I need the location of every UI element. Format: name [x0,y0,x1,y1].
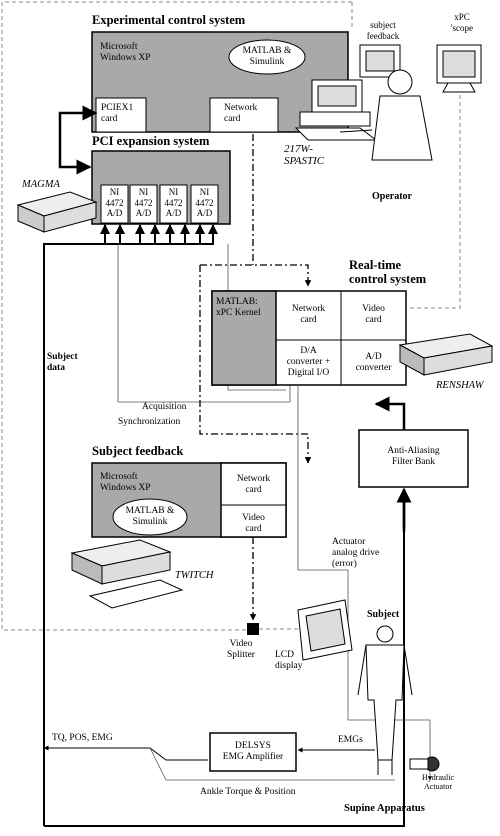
filter-label: Anti-Aliasing Filter Bank [387,446,440,467]
realtime-da-label: D/A converter + Digital I/O [286,346,331,378]
subject-feedback-note: subject feedback [366,20,400,41]
xpc-kernel-box [211,290,277,386]
experimental-os-label: Microsoft Windows XP [100,42,151,63]
xpc-scope-label: xPC 'scope [450,12,474,33]
feedback-video-label: Video card [242,513,265,534]
subject-data-bus [43,224,405,827]
pci-expansion-title: PCI expansion system [92,134,210,148]
pciex1-label: PCIEX1 card [101,103,134,124]
feedback-right-col [220,462,287,538]
ankle-line [149,747,395,781]
ni-card-1 [100,184,129,224]
feedback-network-label: Network card [236,474,271,495]
tq-pos-emg-line [43,745,208,761]
twitch-drawing [70,539,184,609]
operator-drawing [294,44,433,161]
subject-label: Subject [367,609,400,620]
pciex1-card-box [95,97,147,133]
hydraulic-actuator-drawing [409,756,440,772]
filter-to-ad-arrow [374,396,406,430]
realtime-title: Real-time control system [349,258,427,286]
scope-video-link [408,95,461,309]
ni-card-2-label: NI 4472 A/D [134,187,153,218]
feedback-matlab-label: MATLAB & Simulink [125,506,175,527]
xpc-scope-monitor [436,44,482,93]
hydraulic-actuator-label: Hydraulic Actuator [422,773,454,791]
magma-label: MAGMA [22,179,60,190]
subject-figure [357,625,413,775]
renshaw-drawing [398,333,494,376]
tq-pos-emg-label: TQ, POS, EMG [52,733,113,743]
ni-card-4-label: NI 4472 A/D [195,187,214,218]
ankle-label: Ankle Torque & Position [200,787,296,797]
synchronization-label: Synchronization [118,417,181,427]
operator-label: Operator [372,191,412,202]
video-splitter-square [247,623,259,635]
ni-card-2 [129,184,158,224]
outer-dashed-frame [1,1,353,631]
network-card-box-top [209,97,279,133]
realtime-dividers [276,291,406,385]
magma-box-drawing [16,191,98,233]
pciex1-pci-link [58,105,98,175]
ni-card-3 [159,184,188,224]
emgs-label: EMGs [338,735,363,745]
supine-apparatus-label: Supine Apparatus [344,803,425,814]
subject-feedback-title: Subject feedback [92,444,184,458]
renshaw-label: RENSHAW [436,380,484,391]
ni-card-4 [190,184,219,224]
realtime-ad-label: A/D converter [355,352,392,373]
matlab-ellipse-bottom [112,498,188,536]
lcd-display-label: LCD display [275,650,303,671]
video-splitter-label: Video Splitter [227,639,255,660]
lcd-display-drawing [297,599,353,661]
actuator-drive-label: Actuator analog drive (error) [332,537,380,569]
operator-computer-label: 217W- SPASTIC [284,143,325,167]
delsys-label: DELSYS EMG Amplifier [222,741,284,762]
matlab-ellipse-top [228,39,306,75]
ni-card-1-label: NI 4472 A/D [105,187,124,218]
network-dashdot-links [199,134,312,621]
experimental-network-label: Network card [224,103,258,124]
xpc-kernel-label: MATLAB: xPC Kernel [216,297,261,318]
experimental-matlab-label: MATLAB & Simulink [242,46,292,67]
experimental-control-title: Experimental control system [92,13,246,27]
realtime-video-label: Video card [362,304,385,325]
subject-data-label: Subject data [47,352,78,373]
ni-card-3-label: NI 4472 A/D [164,187,183,218]
twitch-label: TWITCH [175,570,214,581]
filter-box [358,429,469,488]
delsys-box [209,732,297,772]
acquisition-label: Acquisition [142,402,187,412]
feedback-os-label: Microsoft Windows XP [100,472,151,493]
realtime-network-label: Network card [291,304,326,325]
